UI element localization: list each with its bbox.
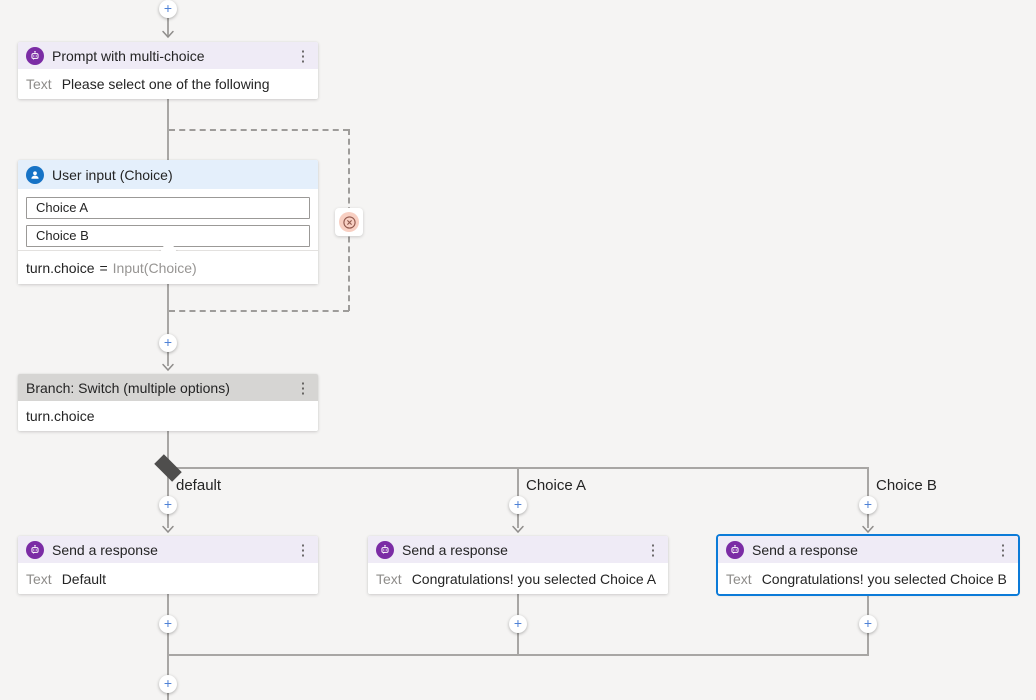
- bot-message-icon: [376, 540, 394, 559]
- node-title: Prompt with multi-choice: [52, 47, 205, 64]
- text-field-label: Text: [376, 570, 402, 587]
- branch-merge-line: [168, 654, 869, 656]
- more-options-button[interactable]: ⋮: [995, 541, 1011, 559]
- user-icon: [26, 165, 44, 184]
- expression-variable: turn.choice: [26, 259, 95, 276]
- bot-message-icon: [26, 540, 44, 559]
- more-options-button[interactable]: ⋮: [295, 47, 311, 65]
- cancel-condition-node[interactable]: [335, 208, 363, 236]
- add-node-button[interactable]: +: [859, 615, 877, 633]
- text-field-value: Congratulations! you selected Choice A: [411, 570, 657, 587]
- branch-label-choice-a: Choice A: [526, 477, 587, 494]
- expression-value: Input(Choice): [112, 259, 197, 276]
- add-node-button[interactable]: +: [159, 0, 177, 18]
- connector-line: [167, 99, 169, 160]
- output-expression: turn.choice = Input(Choice): [18, 251, 318, 284]
- arrowhead-icon: [162, 363, 174, 372]
- node-title: User input (Choice): [52, 166, 173, 183]
- connector-line: [167, 594, 169, 700]
- node-user-input-choice[interactable]: User input (Choice) Choice A Choice B tu…: [18, 160, 318, 284]
- node-branch-switch[interactable]: Branch: Switch (multiple options) ⋮ turn…: [18, 374, 318, 431]
- node-prompt-multi-choice[interactable]: Prompt with multi-choice ⋮ Text Please s…: [18, 42, 318, 99]
- choice-options: Choice A Choice B: [18, 189, 318, 247]
- arrowhead-icon: [162, 30, 174, 39]
- arrowhead-icon: [862, 525, 874, 534]
- more-options-button[interactable]: ⋮: [295, 541, 311, 559]
- text-field-label: Text: [26, 570, 52, 587]
- bot-message-icon: [726, 540, 744, 559]
- node-send-response-default[interactable]: Send a response ⋮ Text Default: [18, 536, 318, 594]
- branch-condition-value: turn.choice: [26, 408, 95, 424]
- text-field-label: Text: [26, 76, 52, 92]
- expression-operator: =: [99, 259, 108, 276]
- node-title: Branch: Switch (multiple options): [26, 379, 230, 396]
- connector-line: [167, 0, 169, 37]
- add-node-button[interactable]: +: [159, 675, 177, 693]
- choice-option[interactable]: Choice A: [26, 197, 310, 219]
- arrowhead-icon: [512, 525, 524, 534]
- connector-line: [167, 431, 169, 461]
- add-node-button[interactable]: +: [859, 496, 877, 514]
- cancel-icon: [339, 212, 359, 232]
- add-node-button[interactable]: +: [159, 615, 177, 633]
- connector-line: [167, 284, 169, 366]
- text-field-value: Please select one of the following: [61, 76, 270, 92]
- branch-label-default: default: [176, 477, 222, 494]
- node-title: Send a response: [402, 541, 508, 558]
- more-options-button[interactable]: ⋮: [645, 541, 661, 559]
- more-options-button[interactable]: ⋮: [295, 379, 311, 397]
- branch-split-line: [168, 467, 869, 469]
- text-field-value: Congratulations! you selected Choice B: [761, 570, 1007, 587]
- loop-dashed-line: [169, 310, 349, 312]
- node-send-response-choice-b[interactable]: Send a response ⋮ Text Congratulations! …: [718, 536, 1018, 594]
- add-node-button[interactable]: +: [159, 496, 177, 514]
- add-node-button[interactable]: +: [509, 496, 527, 514]
- branch-label-choice-b: Choice B: [876, 477, 937, 494]
- arrowhead-icon: [162, 525, 174, 534]
- node-title: Send a response: [52, 541, 158, 558]
- bot-message-icon: [26, 46, 44, 65]
- node-send-response-choice-a[interactable]: Send a response ⋮ Text Congratulations! …: [368, 536, 668, 594]
- node-title: Send a response: [752, 541, 858, 558]
- add-node-button[interactable]: +: [509, 615, 527, 633]
- loop-dashed-line: [169, 129, 349, 131]
- add-node-button[interactable]: +: [159, 334, 177, 352]
- text-field-value: Default: [61, 570, 107, 587]
- text-field-label: Text: [726, 570, 752, 587]
